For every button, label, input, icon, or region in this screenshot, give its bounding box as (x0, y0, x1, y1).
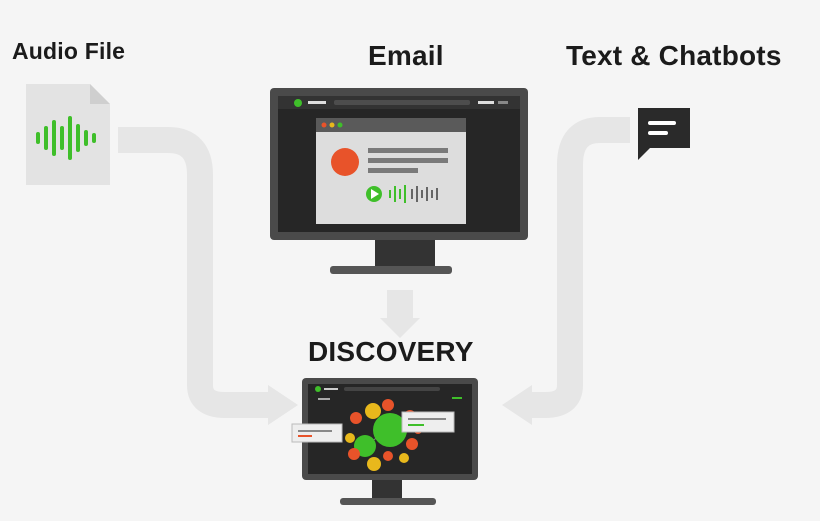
discovery-label: DISCOVERY (308, 336, 474, 367)
audio-to-discovery-connector (118, 127, 270, 418)
email-label: Email (368, 40, 444, 71)
flow-arrows (118, 117, 630, 418)
email-monitor (270, 88, 528, 274)
audio-file-label: Audio File (12, 38, 126, 64)
text-chatbots-label: Text & Chatbots (566, 40, 782, 71)
waveform-icon (36, 116, 96, 160)
email-arrowhead (380, 318, 420, 338)
chat-bubble-icon (638, 108, 690, 160)
discovery-monitor (291, 378, 478, 505)
audio-arrowhead (268, 385, 298, 425)
audio-file-icon (26, 84, 110, 185)
chatbots-arrowhead (502, 385, 532, 425)
chatbots-to-discovery-connector (530, 117, 630, 418)
